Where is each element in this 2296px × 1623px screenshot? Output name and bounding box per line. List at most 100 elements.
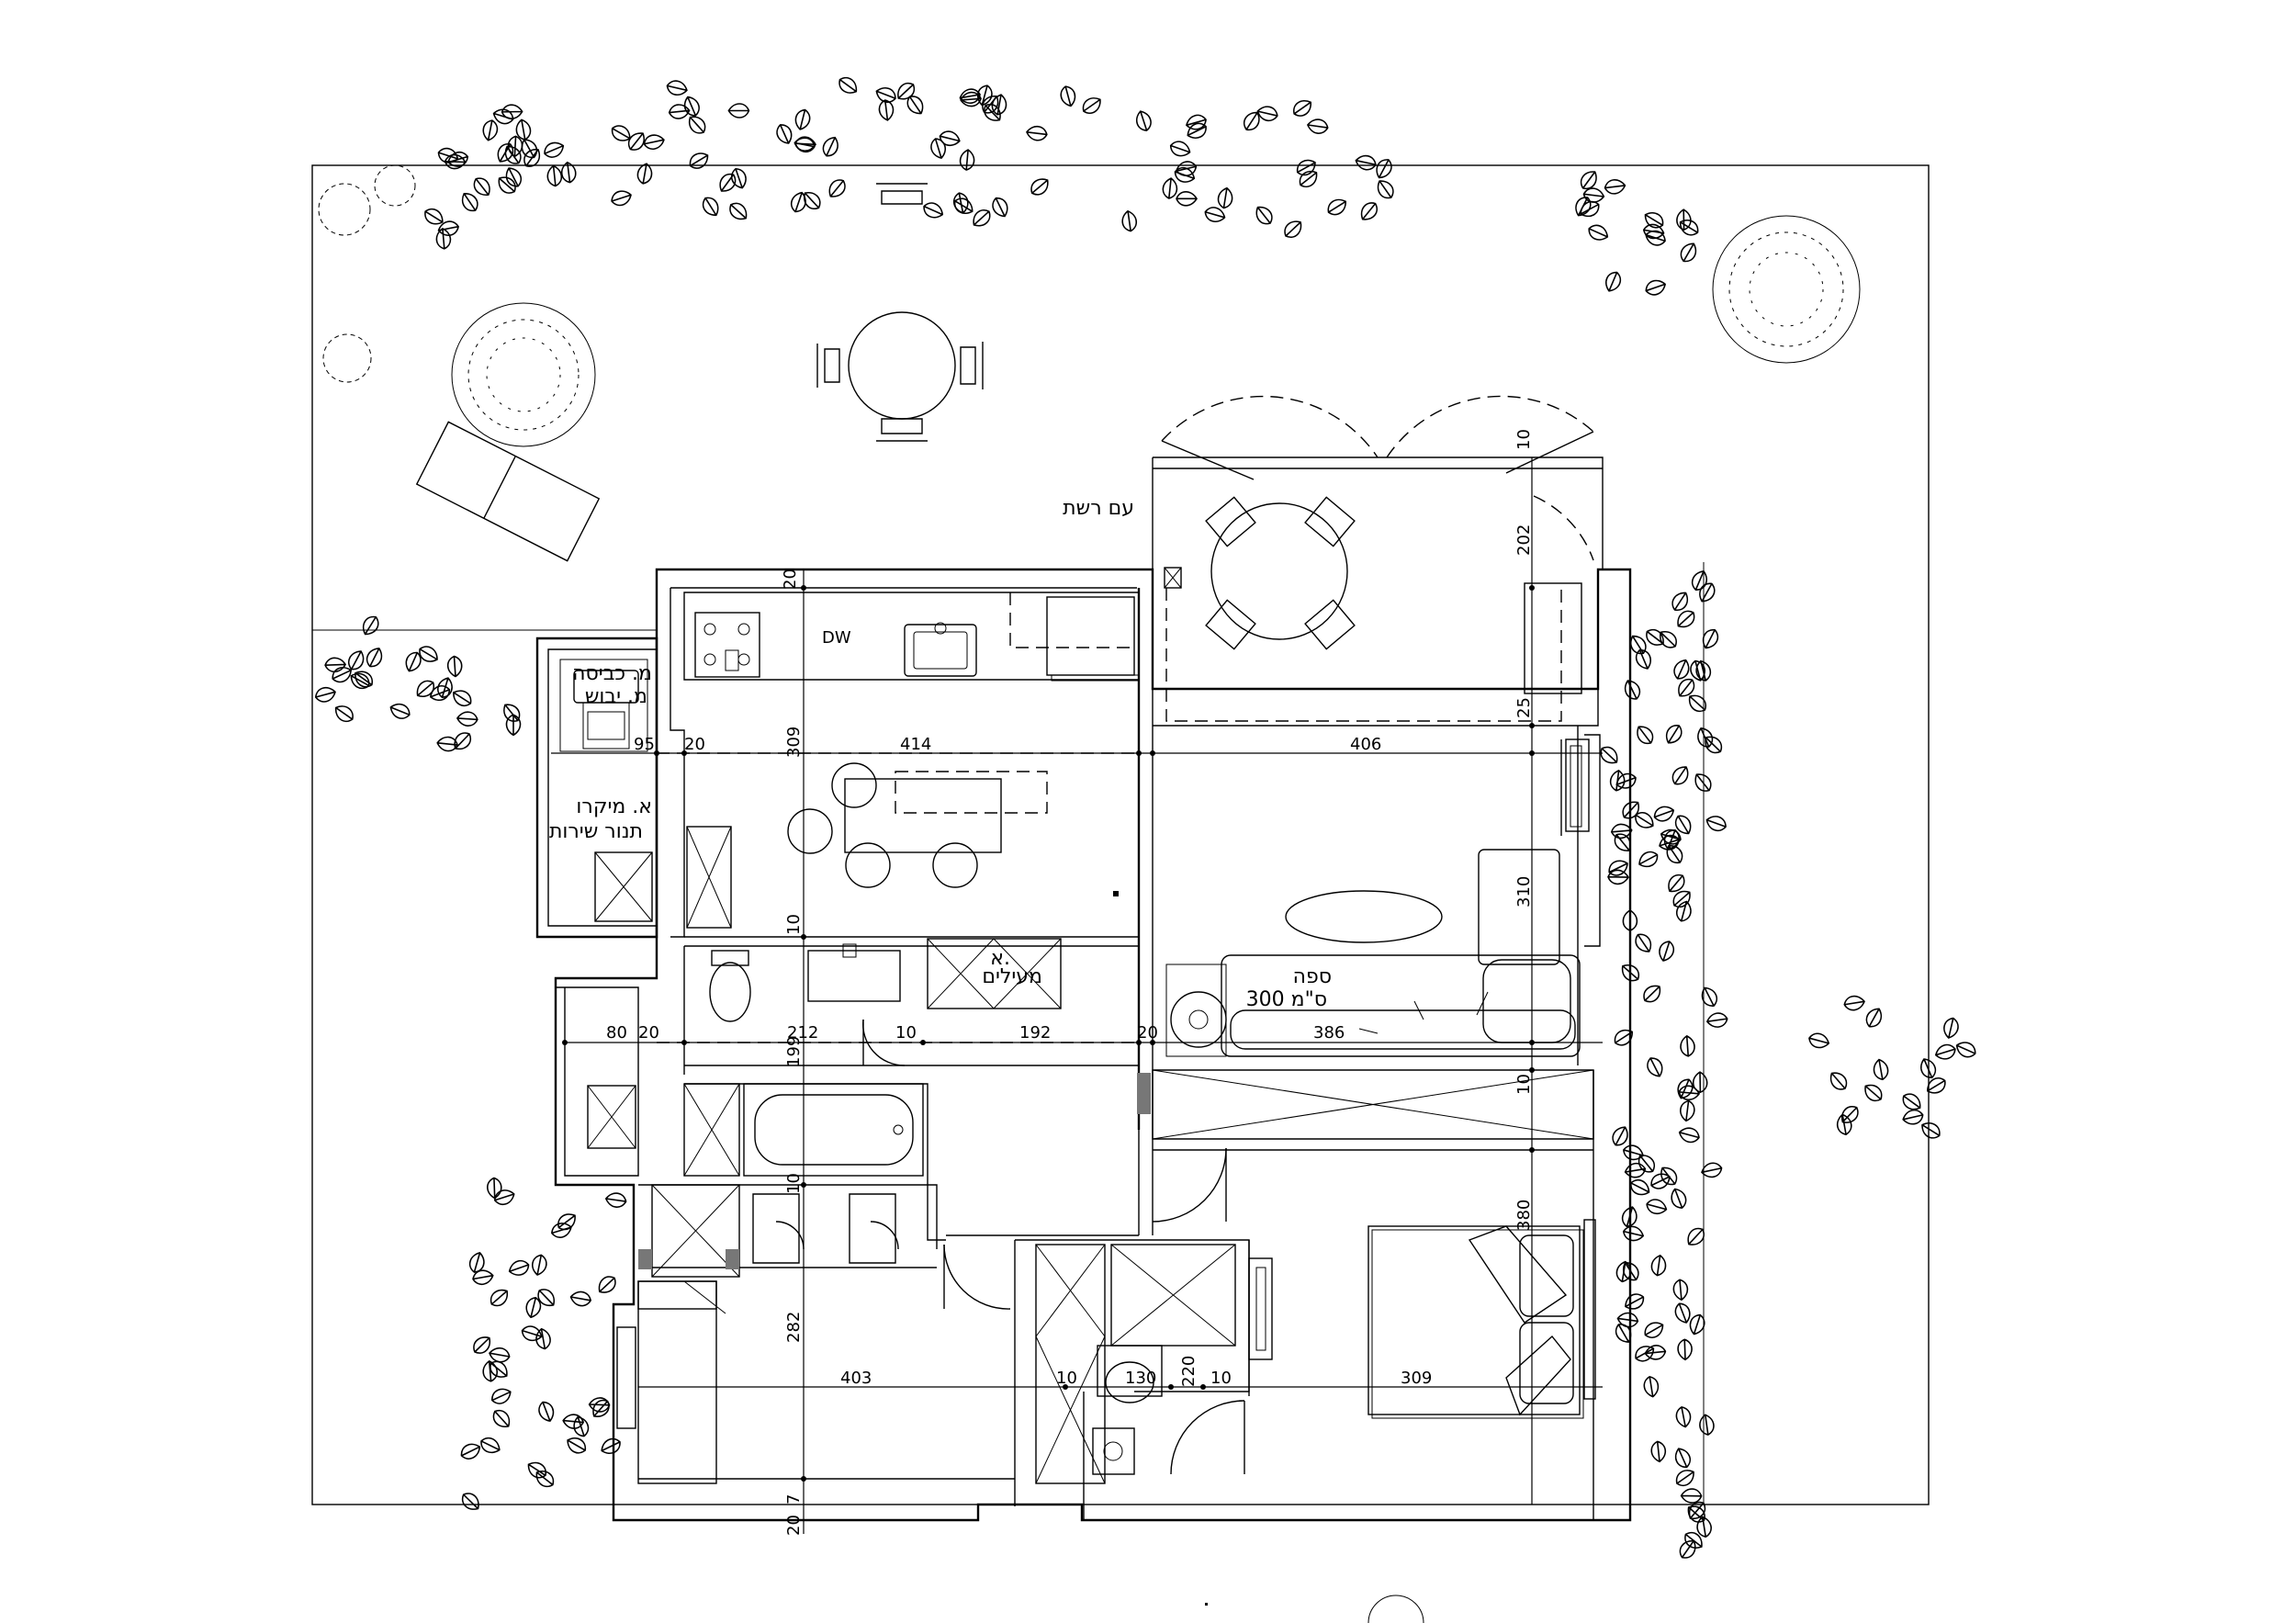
leaf [314, 686, 336, 703]
leaf [1678, 1085, 1701, 1101]
leaf [1934, 1043, 1956, 1060]
leaf [1638, 1155, 1656, 1173]
leaf [959, 149, 975, 171]
leaf [1671, 592, 1689, 611]
leaf [1284, 220, 1302, 238]
leaf [1630, 1179, 1650, 1196]
leaf [366, 648, 383, 668]
small-plant-1 [318, 164, 416, 383]
leaf [350, 672, 370, 690]
lower-bath [638, 1184, 1011, 1310]
leaf [324, 657, 347, 673]
leaf [1645, 230, 1666, 246]
leaf [604, 1192, 627, 1208]
left-bedroom [616, 1280, 726, 1484]
leaf [1671, 766, 1689, 785]
leaf [930, 138, 947, 159]
leaf [588, 1397, 611, 1413]
dim-406: 406 [1350, 735, 1381, 754]
leaf [538, 1401, 555, 1422]
leaf [1668, 873, 1685, 893]
leaf [1697, 727, 1714, 748]
leaf [1675, 1470, 1694, 1487]
leaf [1674, 815, 1692, 835]
leaf [1688, 1501, 1706, 1520]
leaf [437, 147, 459, 163]
dim-130: 130 [1125, 1369, 1156, 1388]
leaf [1616, 1312, 1639, 1328]
leaf [878, 99, 895, 121]
leaf [1691, 570, 1707, 591]
leaf [1026, 125, 1048, 141]
leaf [1169, 141, 1191, 157]
dryer-label: מ. יבוש [585, 685, 647, 708]
leaf [1582, 187, 1605, 203]
leaf [1360, 202, 1379, 220]
leaf [560, 161, 577, 184]
leaf [1694, 773, 1712, 792]
leaf [1680, 1488, 1703, 1504]
leaf [668, 104, 691, 119]
leaf [1677, 1338, 1693, 1361]
shrub-right [1712, 215, 1861, 364]
dimension-lines [551, 457, 1603, 1534]
leaf [794, 108, 811, 130]
leaf [1121, 209, 1137, 232]
leaf [875, 86, 896, 103]
leaf [1293, 99, 1312, 117]
leaf [551, 1223, 572, 1238]
leaf [666, 80, 688, 96]
leaf [482, 119, 499, 141]
leaf [1635, 648, 1651, 670]
leaf [1677, 610, 1695, 628]
master-bedroom-bed [1367, 1219, 1596, 1419]
leaf [435, 227, 452, 250]
leaf [567, 1437, 586, 1454]
leaf [498, 176, 516, 194]
leaf [1696, 1516, 1712, 1538]
leaf [437, 677, 453, 699]
leaf [702, 197, 719, 217]
leaf [1296, 159, 1316, 176]
leaf [1650, 1173, 1671, 1189]
leaf [419, 646, 438, 662]
leaf [1920, 1058, 1937, 1079]
dim-414: 414 [900, 735, 931, 754]
garden-table [816, 183, 984, 442]
dim-10-right: 10 [1514, 1074, 1534, 1095]
dim-386: 386 [1313, 1023, 1345, 1043]
leaf [601, 1437, 621, 1454]
leaf [1680, 1099, 1695, 1122]
leaf [1299, 170, 1318, 188]
leaf [1902, 1109, 1924, 1125]
leaf [1635, 812, 1654, 828]
dim-10-f: 10 [1210, 1369, 1232, 1388]
dim-10-mid: 10 [784, 914, 804, 935]
leaf [598, 1276, 616, 1293]
leaf [1665, 725, 1683, 744]
leaf [1677, 1078, 1694, 1099]
dim-10-bath: 10 [784, 1173, 804, 1194]
leaf [822, 136, 838, 157]
net-label: עם רשת [1063, 497, 1134, 520]
leaf [1678, 1127, 1700, 1144]
leaf [1644, 211, 1664, 229]
dim-10-door: 10 [1514, 429, 1534, 450]
dim-282: 282 [784, 1312, 804, 1343]
leaf [1175, 161, 1198, 176]
dim-10-e: 10 [1056, 1369, 1077, 1388]
leaf [493, 1189, 515, 1206]
leaf [1692, 1071, 1708, 1094]
balcony-table [1164, 496, 1582, 694]
leaf [492, 108, 514, 125]
leaf [897, 83, 916, 100]
leaf [515, 118, 532, 141]
sun-lounger [415, 421, 601, 562]
balcony-doors [1161, 395, 1594, 561]
leaf [923, 202, 944, 219]
leaf [1943, 1017, 1959, 1039]
leaf [906, 96, 924, 115]
laundry-machines [573, 670, 639, 750]
dim-212: 212 [787, 1023, 818, 1043]
pantry [559, 659, 732, 929]
